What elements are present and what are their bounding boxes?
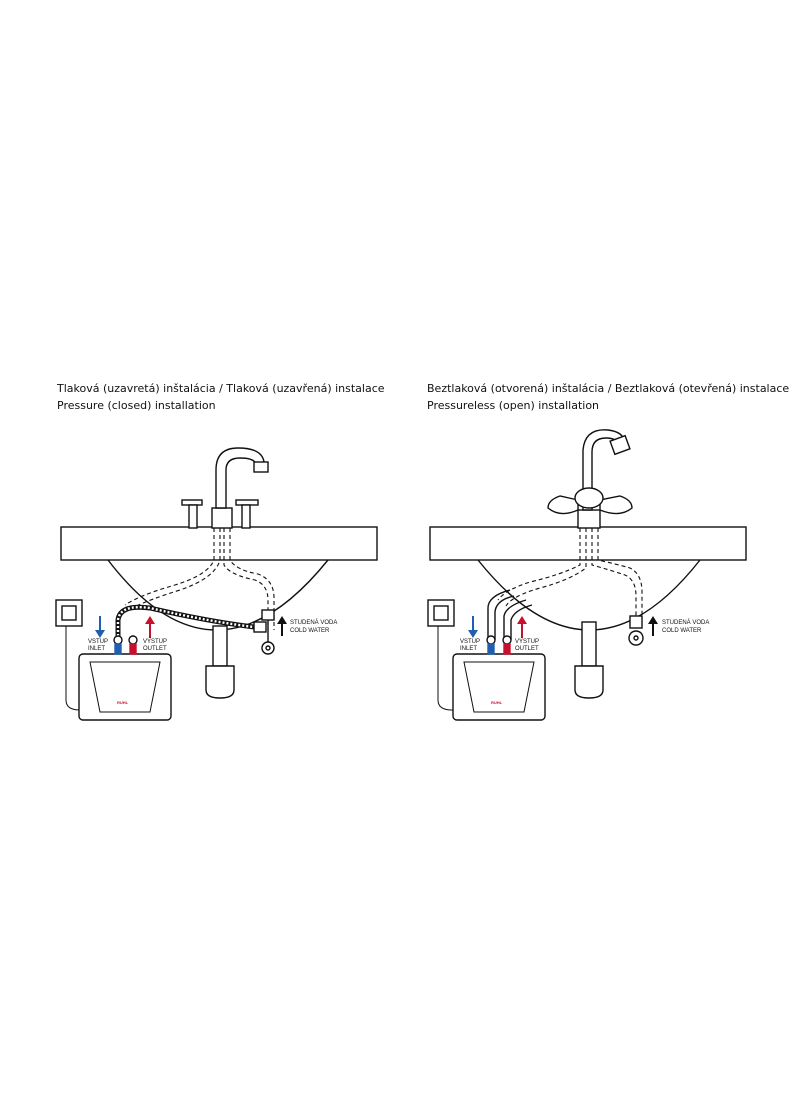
- left-cold-valve: [253, 609, 275, 655]
- right-cold-label-1: STUDENÁ VODA: [662, 619, 709, 626]
- left-outlet-label-1: VÝSTUP: [143, 638, 167, 645]
- left-hidden-hoses: [124, 528, 275, 630]
- left-title-line2: Pressure (closed) installation: [57, 399, 216, 412]
- right-fittings: [486, 635, 512, 655]
- right-panel-title: Beztlaková (otvorená) inštalácia / Beztl…: [427, 380, 789, 414]
- right-countertop: [429, 526, 747, 561]
- right-water-heater: [452, 653, 546, 721]
- left-braided-hose: [115, 604, 263, 640]
- left-countertop: [60, 526, 378, 561]
- right-outlet-label-2: OUTLET: [515, 646, 539, 652]
- left-cold-label-2: COLD WATER: [290, 628, 330, 634]
- right-faucet: [547, 429, 633, 529]
- left-inlet-label-1: VSTUP: [88, 639, 108, 645]
- right-inlet-label-2: INLET: [460, 646, 477, 652]
- right-cold-valve: [628, 615, 644, 646]
- left-faucet: [181, 447, 269, 529]
- right-hidden-hoses: [497, 528, 643, 616]
- left-panel-title: Tlaková (uzavretá) inštalácia / Tlaková …: [57, 380, 385, 414]
- left-diagram: [55, 447, 378, 721]
- right-title-line1: Beztlaková (otvorená) inštalácia / Beztl…: [427, 382, 790, 395]
- left-title-line1: Tlaková (uzavretá) inštalácia / Tlaková …: [57, 382, 385, 395]
- right-cold-label-2: COLD WATER: [662, 628, 702, 634]
- right-inlet-label-1: VSTUP: [460, 639, 480, 645]
- left-switch-box: [55, 599, 83, 627]
- right-title-line2: Pressureless (open) installation: [427, 399, 600, 412]
- left-fittings: [113, 635, 138, 655]
- right-siphon: [574, 621, 604, 699]
- right-switch-box: [427, 599, 455, 627]
- right-power-cable: [437, 626, 464, 711]
- right-outlet-label-1: VÝSTUP: [515, 638, 539, 645]
- left-inlet-label-2: INLET: [88, 646, 105, 652]
- right-diagram: [427, 429, 747, 721]
- left-outlet-label-2: OUTLET: [143, 646, 167, 652]
- left-brand-logo: RUHL: [117, 700, 129, 705]
- right-arrows: [468, 616, 658, 638]
- left-water-heater: [78, 653, 172, 721]
- left-arrows: [95, 616, 287, 638]
- left-cold-label-1: STUDENÁ VODA: [290, 619, 337, 626]
- left-siphon: [205, 625, 235, 699]
- right-brand-logo: RUHL: [491, 700, 503, 705]
